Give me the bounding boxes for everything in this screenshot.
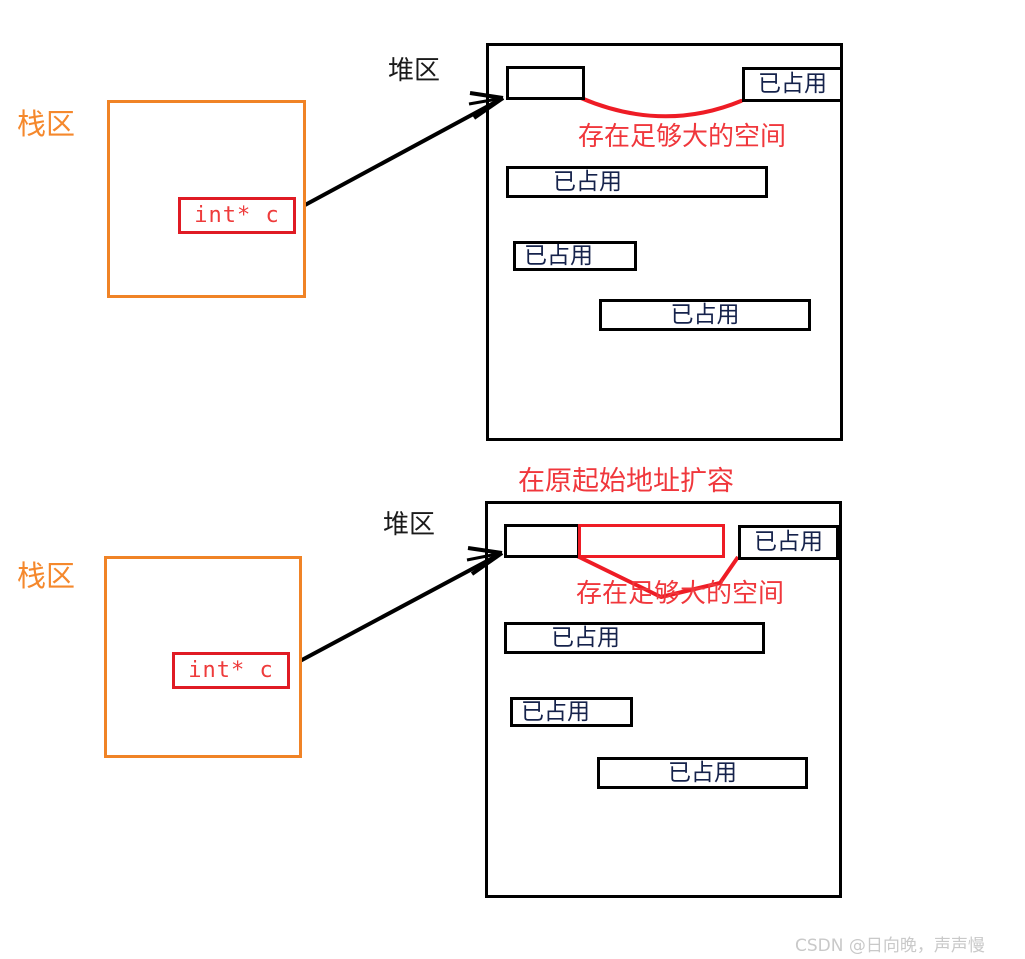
heap-occupied-block-2-top[interactable]: 已占用: [513, 241, 637, 271]
heap-occupied-block-right-bottom[interactable]: 已占用: [738, 525, 839, 560]
heap-occupied-block-3-bottom[interactable]: 已占用: [597, 757, 808, 789]
heap-occupied-block-3-top[interactable]: 已占用: [599, 299, 811, 331]
heap-area-label-bottom: 堆区: [383, 510, 436, 540]
heap-occupied-block-right-top[interactable]: 已占用: [742, 67, 843, 102]
heap-free-block-top[interactable]: [506, 66, 585, 100]
csdn-watermark: CSDN @日向晚，声声慢: [795, 936, 985, 956]
heap-area-label-top: 堆区: [388, 56, 441, 86]
stack-box-bottom: int* c: [104, 556, 302, 758]
enough-space-note-bottom: 存在足够大的空间: [576, 579, 785, 609]
expand-in-place-title: 在原起始地址扩容: [518, 466, 734, 497]
heap-occupied-3-label-top: 已占用: [670, 301, 740, 328]
heap-occupied-2-label-bottom: 已占用: [521, 698, 590, 725]
heap-box-bottom: 已占用 已占用 已占用 已占用: [485, 501, 842, 898]
heap-occupied-1-label-top: 已占用: [553, 168, 622, 195]
heap-box-top: 已占用 已占用 已占用 已占用: [486, 43, 843, 441]
heap-occupied-1-label-bottom: 已占用: [551, 624, 620, 651]
heap-occupied-block-1-bottom[interactable]: 已占用: [504, 622, 765, 654]
pointer-cell-top[interactable]: int* c: [178, 197, 296, 234]
heap-occupied-right-label-top: 已占用: [758, 71, 827, 97]
heap-occupied-3-label-bottom: 已占用: [668, 759, 737, 786]
stack-area-label-bottom: 栈区: [17, 559, 76, 593]
heap-occupied-2-label-top: 已占用: [524, 242, 593, 269]
pointer-cell-bottom[interactable]: int* c: [172, 652, 290, 689]
pointer-arrow-top: [304, 91, 505, 207]
heap-occupied-block-2-bottom[interactable]: 已占用: [510, 697, 633, 727]
stack-area-label-top: 栈区: [17, 107, 76, 141]
pointer-cell-label-top: int* c: [194, 203, 280, 228]
pointer-cell-label-bottom: int* c: [188, 658, 274, 683]
heap-original-block-bottom[interactable]: [504, 524, 580, 558]
enough-space-note-top: 存在足够大的空间: [578, 122, 787, 152]
heap-occupied-block-1-top[interactable]: 已占用: [506, 166, 768, 198]
heap-expanded-block-bottom[interactable]: [578, 524, 725, 558]
heap-occupied-right-label-bottom: 已占用: [754, 529, 823, 555]
pointer-arrow-bottom: [299, 546, 504, 663]
stack-box-top: int* c: [107, 100, 306, 298]
